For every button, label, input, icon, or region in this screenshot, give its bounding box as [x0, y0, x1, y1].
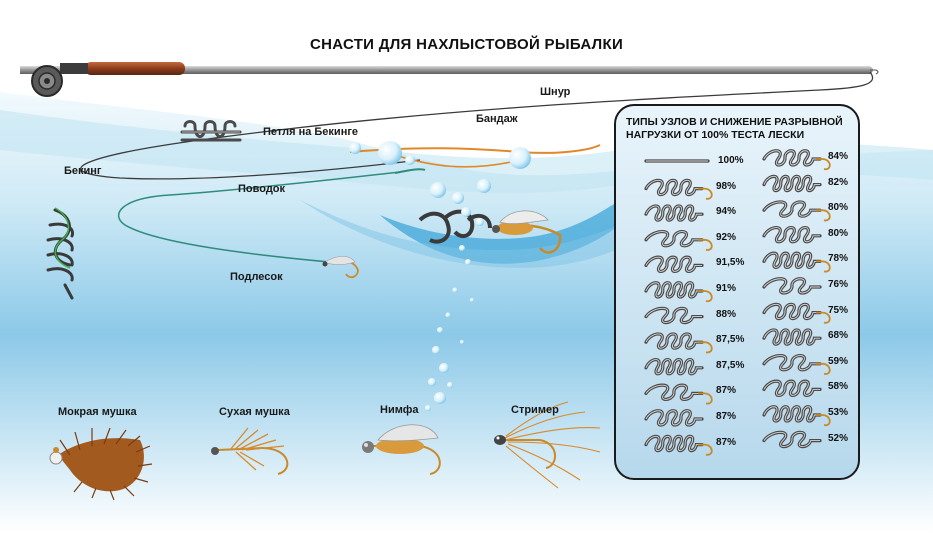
fly-knot-detail-icon [418, 209, 562, 254]
knot-right-percent: 80% [828, 227, 849, 239]
right-knot-icon-2 [762, 174, 822, 193]
label-nymph: Нимфа [380, 404, 419, 416]
label-splice: Бандаж [476, 113, 518, 125]
dry-fly-icon [211, 427, 289, 475]
knot-left-percent: 91% [716, 283, 737, 294]
knot-right-percent: 78% [828, 253, 849, 265]
knot-left-percent: 94% [716, 206, 737, 218]
left-knot-icon-7 [644, 332, 713, 354]
page-title: СНАСТИ ДЛЯ НАХЛЫСТОВОЙ РЫБАЛКИ [309, 36, 624, 53]
knot-right-percent: 84% [828, 151, 849, 162]
right-knot-icon-7 [762, 302, 831, 324]
right-knot-icon-10 [762, 379, 822, 397]
label-tippet: Подлесок [230, 271, 283, 283]
knot-left-percent: 91,5% [716, 257, 745, 269]
knot-right-percent: 75% [828, 304, 849, 316]
label-streamer: Стример [511, 404, 559, 416]
left-knot-icon-6 [644, 306, 704, 325]
label-wet-fly: Мокрая мушка [58, 406, 137, 418]
knot-strength-panel: ТИПЫ УЗЛОВ И СНИЖЕНИЕ РАЗРЫВНОЙ НАГРУЗКИ… [614, 104, 860, 480]
right-knot-icon-6 [762, 277, 822, 295]
nymph-fly-icon [362, 424, 441, 475]
right-knot-icon-5 [762, 251, 831, 273]
knot-panel-title-line-2: НАГРУЗКИ ОТ 100% ТЕСТА ЛЕСКИ [626, 129, 805, 141]
fly-rod [20, 62, 879, 97]
left-knot-icon-4 [644, 255, 704, 273]
label-dry-fly: Сухая мушка [219, 406, 290, 418]
right-knot-icon-11 [762, 405, 831, 427]
knot-left-percent: 88% [716, 308, 737, 320]
left-knot-icon-5 [644, 281, 713, 303]
label-backing: Бекинг [64, 165, 102, 177]
right-knot-icon-1 [762, 149, 831, 171]
right-knot-icon-9 [762, 353, 831, 375]
streamer-fly-icon [494, 401, 601, 489]
knot-panel-title: ТИПЫ УЗЛОВ И СНИЖЕНИЕ РАЗРЫВНОЙ НАГРУЗКИ… [626, 116, 852, 142]
tippet-fly-icon [322, 256, 359, 279]
knot-right-percent: 80% [828, 202, 849, 214]
left-knot-icon-3 [644, 229, 713, 251]
left-knot-icon-9 [644, 383, 713, 405]
bubbles [349, 141, 531, 411]
knot-right-percent: 58% [828, 381, 849, 393]
knot-left-percent: 87,5% [716, 359, 745, 371]
right-knot-icon-12 [762, 430, 822, 449]
left-knot-icon-8 [644, 357, 704, 376]
knot-right-percent: 82% [828, 176, 849, 188]
left-knot-icon-1 [644, 178, 713, 200]
label-backing-loop: Петля на Бекинге [263, 126, 359, 138]
right-knot-icon-4 [762, 225, 822, 244]
knot-right-percent: 53% [828, 407, 849, 418]
knot-right-percent: 76% [828, 279, 849, 290]
knot-right-percent: 52% [828, 432, 849, 444]
left-knot-icon-11 [644, 434, 713, 456]
knot-left-percent: 92% [716, 231, 737, 243]
knot-right-percent: 68% [828, 330, 849, 342]
knot-right-percent: 59% [828, 355, 849, 367]
knot-left-percent: 87% [716, 411, 737, 422]
right-knot-icon-8 [762, 328, 822, 346]
knot-left-percent: 100% [718, 155, 744, 166]
left-knot-icon-10 [644, 409, 704, 427]
right-knot-icon-3 [762, 200, 831, 222]
knot-panel-title-line-1: ТИПЫ УЗЛОВ И СНИЖЕНИЕ РАЗРЫВНОЙ [626, 116, 843, 128]
left-knot-icon-2 [644, 204, 704, 222]
knot-left-percent: 98% [716, 180, 737, 192]
knot-left-percent: 87% [716, 436, 737, 448]
wet-fly-icon [49, 427, 153, 501]
label-line: Шнур [540, 86, 571, 98]
label-leader: Поводок [238, 183, 286, 195]
leader-line [117, 171, 401, 263]
knot-left-percent: 87,5% [716, 334, 745, 346]
knot-illustrations [644, 149, 831, 456]
knot-left-percent: 87% [716, 385, 737, 397]
